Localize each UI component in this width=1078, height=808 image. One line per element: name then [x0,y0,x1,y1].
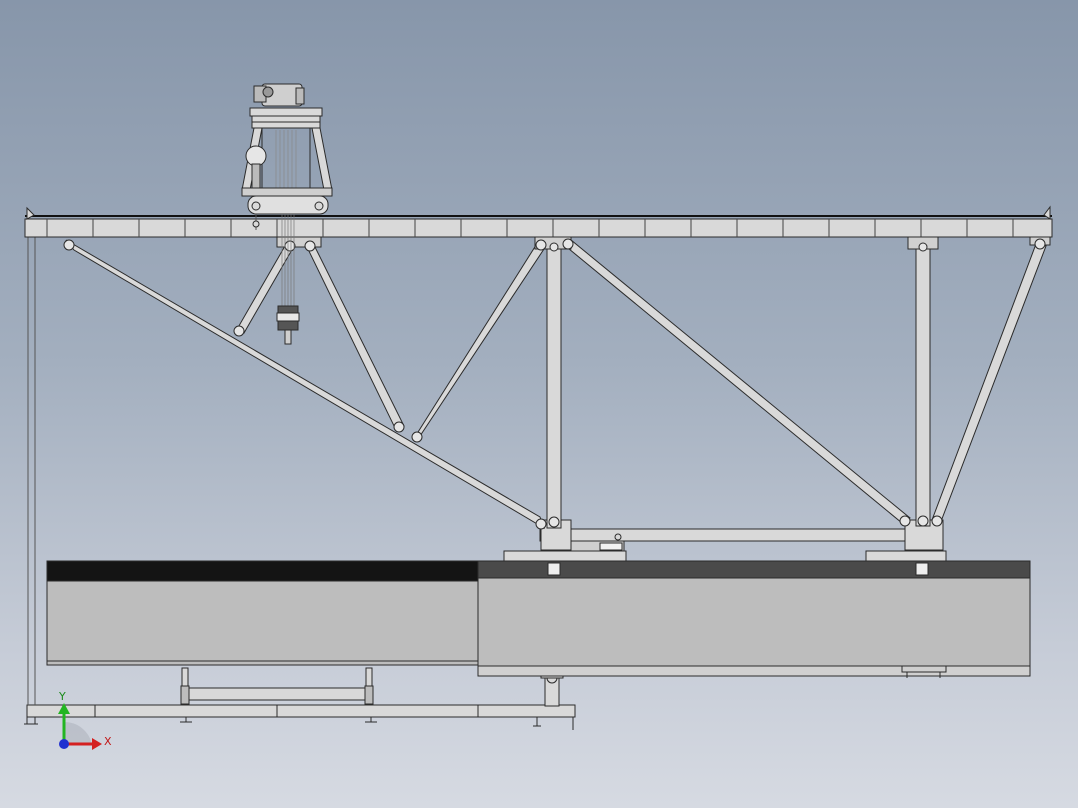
base-rail-frame [24,237,576,730]
z-axis-dot [59,739,69,749]
box-girder-right [477,560,1031,678]
truss-members [65,239,1047,530]
hoist-trolley [241,83,333,345]
truss-bottom-chord [503,519,947,576]
box-girder-left [46,560,479,666]
pin-joints [63,238,1046,530]
y-axis-label: Y [58,690,66,703]
support-jacks [180,667,564,707]
coordinate-triad: Y X [58,690,112,750]
x-axis-label: X [104,735,112,748]
triad-sector [64,721,92,745]
